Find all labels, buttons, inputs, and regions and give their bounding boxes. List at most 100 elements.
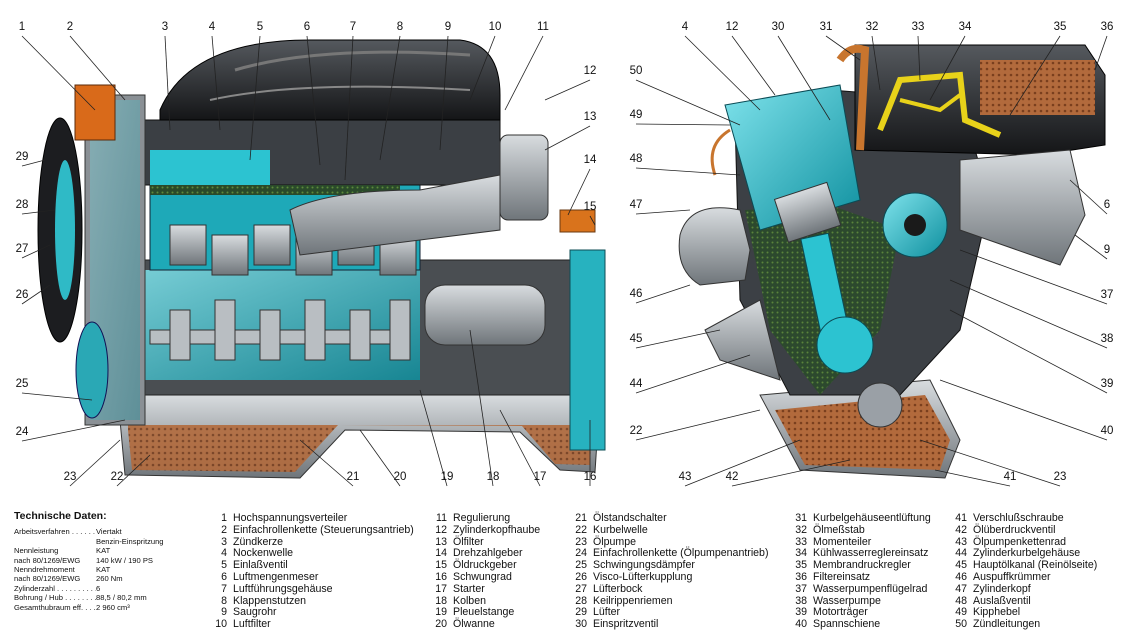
callout-number: 30 — [772, 21, 785, 33]
spec-value: Benzin-Einspritzung — [96, 536, 164, 546]
callout-leader-line — [635, 123, 731, 126]
callout-number: 18 — [487, 471, 500, 483]
legend-text: Kolben — [453, 594, 486, 607]
legend-text: Membrandruckregler — [813, 559, 911, 572]
spec-row: Gesamthubraum eff. . . . .2 960 cm³ — [14, 603, 204, 612]
fuel-lines — [877, 71, 1002, 138]
legend-text: Luftmengenmeser — [233, 570, 319, 583]
callout-leader-line — [379, 35, 401, 161]
legend-text: Momenteiler — [813, 535, 872, 548]
spec-value: 2 960 cm³ — [96, 602, 130, 612]
callout-leader-line — [344, 35, 354, 181]
spec-value: Viertakt — [96, 527, 122, 537]
spec-row: Benzin-Einspritzung — [14, 537, 204, 546]
callout-number: 22 — [630, 425, 643, 437]
distributor — [74, 84, 116, 141]
intake-manifold — [159, 39, 501, 121]
oil-filter — [499, 134, 549, 221]
spec-key: Arbeitsverfahren . . . . . . — [14, 527, 96, 537]
legend-text: Zylinderkurbelgehäuse — [973, 547, 1081, 560]
legend-number: 27 — [575, 582, 587, 595]
callout-number: 44 — [630, 378, 643, 390]
callout-leader-line — [684, 35, 761, 111]
callout-leader-line — [635, 409, 761, 441]
legend-text: Ölüberdruckventil — [973, 523, 1056, 536]
legend-text: Drehzahlgeber — [453, 547, 523, 560]
legend-item: 6 Luftmengenmeser — [205, 570, 414, 584]
legend-text: Einfachrollenkette (Ölpumpenantrieb) — [593, 547, 769, 560]
legend-number: 11 — [436, 512, 447, 524]
legend-number: 6 — [221, 570, 227, 583]
legend-text: Luftführungsgehäuse — [233, 582, 333, 595]
callout-leader-line — [469, 35, 496, 101]
callout-leader-line — [306, 35, 321, 166]
spec-row: Arbeitsverfahren . . . . . .Viertakt — [14, 527, 204, 536]
callout-leader-line — [635, 209, 691, 215]
legend-text: Filtereinsatz — [813, 570, 871, 583]
callout-leader-line — [567, 168, 591, 216]
spec-row: Bohrung / Hub . . . . . . . .88,5 / 80,2… — [14, 593, 204, 602]
callout-leader-line — [635, 329, 721, 349]
callout-number: 42 — [726, 471, 739, 483]
callout-leader-line — [589, 215, 596, 226]
spec-key: Nenndrehmoment — [14, 565, 75, 575]
callout-number: 46 — [630, 288, 643, 300]
piston — [773, 181, 842, 243]
callout-leader-line — [731, 459, 851, 487]
legend-number: 7 — [221, 582, 227, 595]
legend-number: 17 — [435, 582, 447, 595]
legend-text: Schwungrad — [453, 570, 512, 583]
legend-item: 35 Membrandruckregler — [785, 559, 931, 572]
callout-number: 7 — [350, 21, 356, 33]
callout-number: 23 — [64, 471, 77, 483]
callout-leader-line — [777, 35, 831, 121]
legend-number: 34 — [795, 547, 807, 560]
legend-text: Keilrippenriemen — [593, 594, 673, 607]
callout-leader-line — [544, 79, 591, 101]
legend-text: Ölpumpe — [593, 535, 636, 548]
callout-number: 29 — [16, 151, 29, 163]
legend-text: Spannschiene — [813, 618, 881, 631]
spec-key — [14, 537, 96, 546]
legend-number: 31 — [795, 512, 807, 524]
callout-leader-line — [359, 429, 401, 487]
callout-leader-line — [21, 244, 51, 259]
callout-number: 13 — [584, 111, 597, 123]
callout-leader-line — [499, 409, 541, 487]
callout-leader-line — [211, 35, 221, 131]
front-view-engine — [678, 44, 1106, 479]
legend-number: 10 — [215, 618, 227, 631]
legend-number: 26 — [575, 570, 587, 583]
callout-leader-line — [959, 249, 1108, 305]
legend-text: Auslaßventil — [973, 594, 1031, 607]
callout-number: 10 — [489, 21, 502, 33]
engine-cutaway-diagram: 1234567891011121314151617181920212223242… — [16, 21, 1114, 487]
callout-number: 9 — [445, 21, 451, 33]
legend-number: 19 — [435, 606, 447, 619]
callout-number: 15 — [584, 201, 597, 213]
legend-number: 21 — [575, 512, 587, 524]
legend-number: 35 — [795, 559, 807, 572]
callout-number: 9 — [1104, 244, 1110, 256]
spec-value: 140 kW / 190 PS — [96, 555, 153, 565]
callout-leader-line — [69, 35, 126, 101]
legend-number: 40 — [795, 618, 807, 631]
spec-value: 88,5 / 80,2 mm — [96, 593, 147, 603]
callout-number: 39 — [1101, 378, 1114, 390]
spec-key: Nennleistung — [14, 546, 59, 556]
callout-number: 31 — [820, 21, 833, 33]
